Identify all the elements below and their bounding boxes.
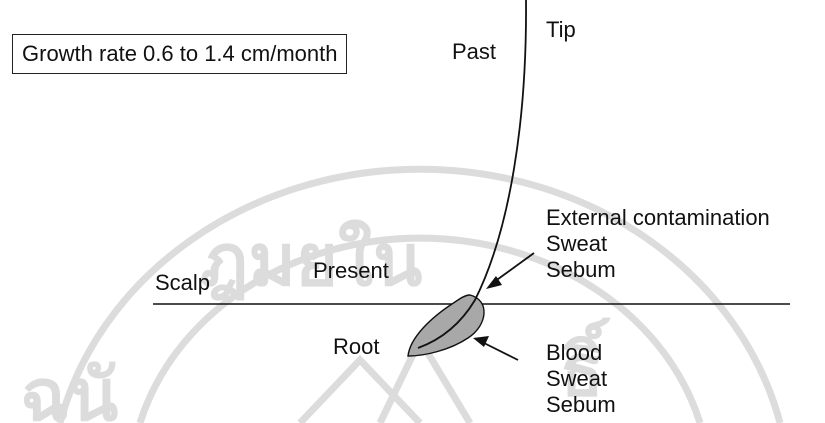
arrow-external-line bbox=[494, 253, 534, 282]
internal-source-item: Blood bbox=[546, 340, 616, 366]
external-source-item: Sebum bbox=[546, 257, 770, 283]
label-tip: Tip bbox=[546, 17, 576, 43]
internal-source-item: Sebum bbox=[546, 392, 616, 418]
arrow-blood-line bbox=[482, 342, 518, 360]
growth-rate-box: Growth rate 0.6 to 1.4 cm/month bbox=[12, 34, 347, 74]
external-sources-list: External contamination Sweat Sebum bbox=[546, 205, 770, 283]
internal-sources-list: Blood Sweat Sebum bbox=[546, 340, 616, 418]
label-present: Present bbox=[313, 258, 389, 284]
label-root: Root bbox=[333, 334, 379, 360]
label-scalp: Scalp bbox=[155, 270, 210, 296]
arrow-blood-head bbox=[473, 336, 489, 347]
external-source-item: Sweat bbox=[546, 231, 770, 257]
label-past: Past bbox=[452, 39, 496, 65]
external-source-item: External contamination bbox=[546, 205, 770, 231]
internal-source-item: Sweat bbox=[546, 366, 616, 392]
